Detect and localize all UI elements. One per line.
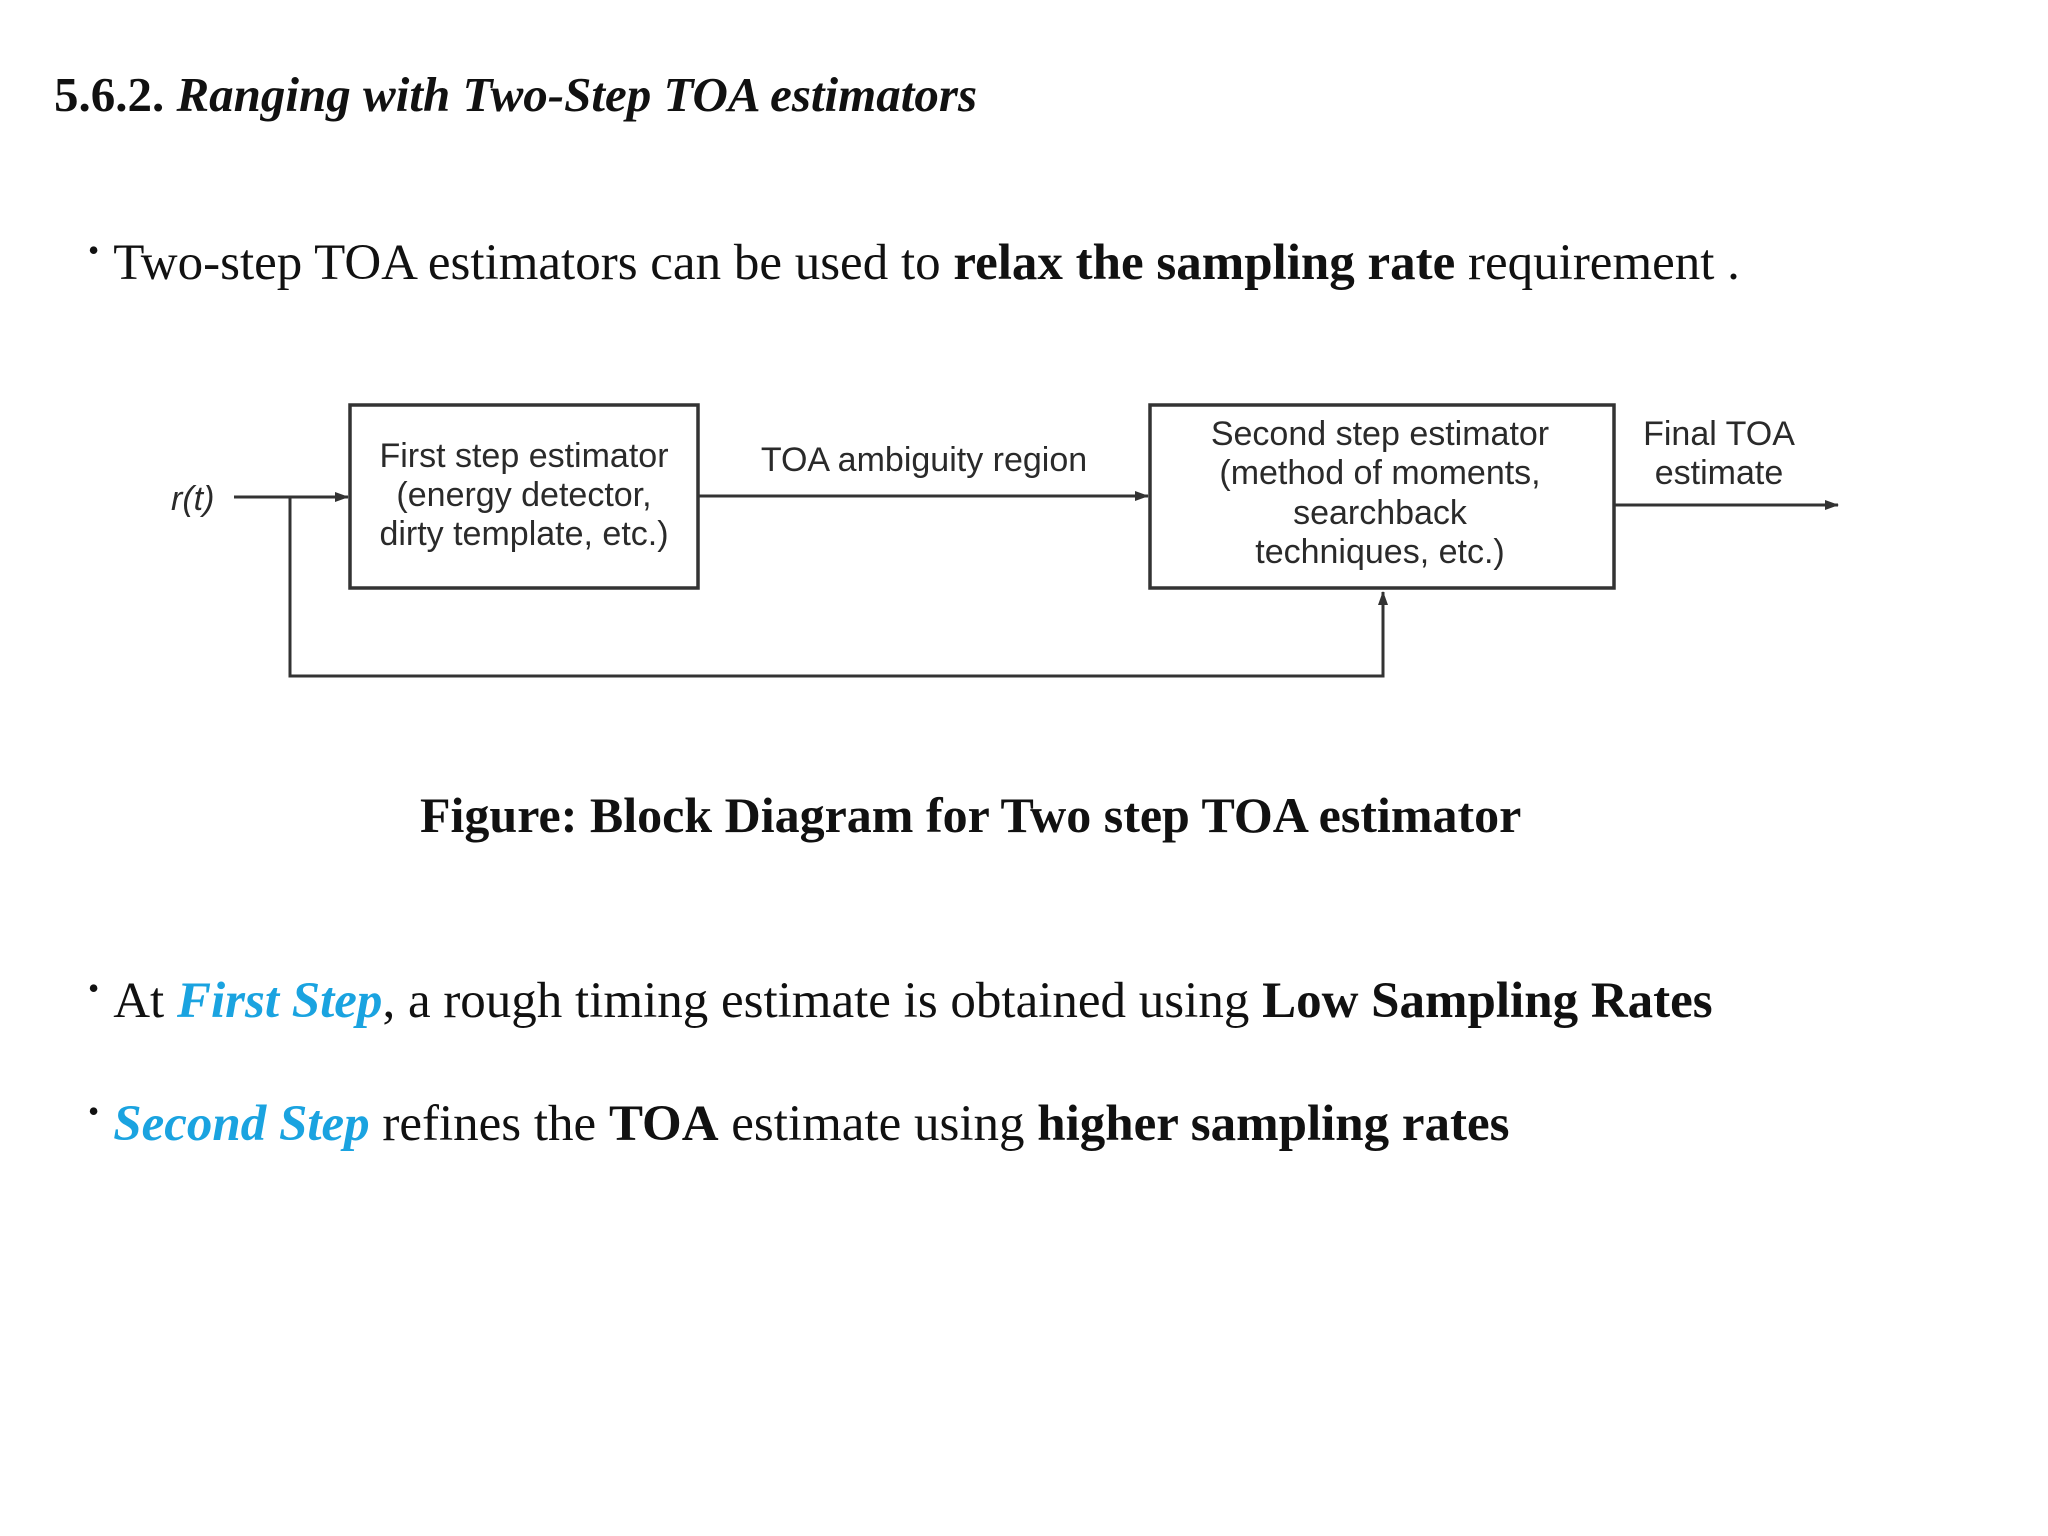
bullet-second-bold1: TOA bbox=[608, 1096, 719, 1152]
section-title: Ranging with Two-Step TOA estimators bbox=[176, 67, 978, 122]
bullet-intro-bold: relax the sampling rate bbox=[953, 235, 1456, 291]
bullet-first-step: • At First Step, a rough timing estimate … bbox=[88, 970, 1713, 1030]
bullet-second-mid2: estimate using bbox=[718, 1096, 1038, 1152]
bullet-dot: • bbox=[88, 970, 100, 1006]
bullet-second-mid1: refines the bbox=[369, 1096, 609, 1152]
bullet-second-bold2: higher sampling rates bbox=[1037, 1096, 1510, 1152]
second-block-line1: Second step estimator bbox=[1211, 415, 1549, 453]
bullet-dot: • bbox=[88, 232, 100, 268]
feedback-path bbox=[288, 497, 1388, 678]
block-diagram: r(t) First step estimator (energy detect… bbox=[171, 403, 1839, 678]
bullet-intro: •Two-step TOA estimators can be used to … bbox=[88, 232, 1740, 292]
second-block-line2: (method of moments, bbox=[1219, 454, 1540, 492]
first-step-term: First Step bbox=[176, 973, 383, 1029]
figure-caption: Figure: Block Diagram for Two step TOA e… bbox=[420, 787, 1522, 843]
first-block-line1: First step estimator bbox=[379, 437, 668, 475]
bullet-first-bold: Low Sampling Rates bbox=[1262, 973, 1713, 1029]
first-step-block bbox=[348, 403, 700, 590]
second-block-line3: searchback bbox=[1293, 494, 1468, 532]
section-number: 5.6.2. bbox=[54, 67, 165, 122]
bullet-first-pre: At bbox=[113, 973, 177, 1029]
bullet-intro-post: requirement . bbox=[1455, 235, 1740, 291]
second-block-line4: techniques, etc.) bbox=[1255, 533, 1504, 571]
first-block-line3: dirty template, etc.) bbox=[379, 515, 668, 553]
input-signal-label: r(t) bbox=[171, 480, 214, 518]
edge-label: TOA ambiguity region bbox=[761, 441, 1087, 479]
bullet-first-mid: , a rough timing estimate is obtained us… bbox=[382, 973, 1263, 1029]
second-step-block bbox=[1148, 403, 1616, 590]
second-step-term: Second Step bbox=[113, 1096, 370, 1152]
output-label-line2: estimate bbox=[1655, 454, 1784, 492]
bullet-intro-pre: Two-step TOA estimators can be used to bbox=[113, 235, 954, 291]
output-label-line1: Final TOA bbox=[1643, 415, 1795, 453]
first-block-line2: (energy detector, bbox=[396, 476, 651, 514]
section-heading: 5.6.2. Ranging with Two-Step TOA estimat… bbox=[54, 66, 977, 123]
bullet-second-step: • Second Step refines the TOA estimate us… bbox=[88, 1093, 1510, 1153]
bullet-dot: • bbox=[88, 1093, 100, 1129]
